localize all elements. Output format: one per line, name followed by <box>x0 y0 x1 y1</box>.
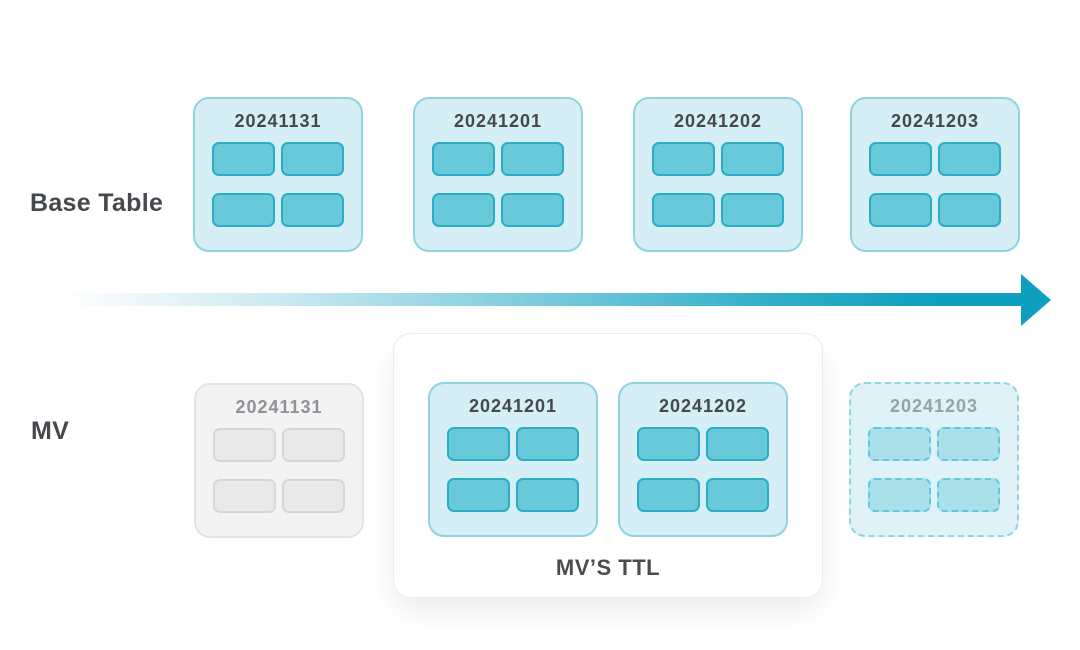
data-block <box>516 427 579 461</box>
data-block <box>652 193 715 227</box>
data-block <box>637 478 700 512</box>
data-block <box>501 142 564 176</box>
partition-date: 20241202 <box>658 396 748 416</box>
mv-expired-partition-box: 20241131 <box>194 383 364 538</box>
data-block <box>501 193 564 227</box>
partition-date: 20241203 <box>889 396 979 416</box>
partition-date: 20241201 <box>453 111 543 131</box>
base-partition-box: 20241131 <box>193 97 363 252</box>
data-block <box>937 427 1000 461</box>
partition-date: 20241131 <box>234 111 322 131</box>
base-partition-box: 20241203 <box>850 97 1020 252</box>
data-block <box>868 478 931 512</box>
data-block <box>281 142 344 176</box>
data-block <box>212 193 275 227</box>
partition-blocks <box>447 427 579 512</box>
data-block <box>281 193 344 227</box>
data-block <box>652 142 715 176</box>
data-block <box>282 479 345 513</box>
mv-ttl-label: MV’S TTL <box>555 555 661 580</box>
mv-row-label: MV <box>31 417 70 445</box>
partition-date: 20241202 <box>673 111 763 131</box>
partition-date: 20241201 <box>468 396 558 416</box>
data-block <box>432 193 495 227</box>
data-block <box>447 427 510 461</box>
mv-ttl-partition-box: 20241202 <box>618 382 788 537</box>
data-block <box>721 142 784 176</box>
data-block <box>938 142 1001 176</box>
data-block <box>706 478 769 512</box>
base-partition-box: 20241202 <box>633 97 803 252</box>
data-block <box>869 142 932 176</box>
partition-blocks <box>432 142 564 227</box>
partition-date: 20241131 <box>235 397 323 417</box>
partition-date: 20241203 <box>890 111 980 131</box>
data-block <box>868 427 931 461</box>
partition-blocks <box>637 427 769 512</box>
data-block <box>516 478 579 512</box>
timeline-arrow-head-icon <box>1021 274 1051 326</box>
timeline-arrow-shaft <box>62 293 1022 306</box>
partition-blocks <box>212 142 344 227</box>
data-block <box>282 428 345 462</box>
data-block <box>212 142 275 176</box>
mv-future-partition-box: 20241203 <box>849 382 1019 537</box>
partition-blocks <box>869 142 1001 227</box>
data-block <box>213 479 276 513</box>
data-block <box>432 142 495 176</box>
data-block <box>706 427 769 461</box>
data-block <box>637 427 700 461</box>
data-block <box>721 193 784 227</box>
partition-blocks <box>652 142 784 227</box>
partition-blocks <box>868 427 1000 512</box>
data-block <box>447 478 510 512</box>
data-block <box>213 428 276 462</box>
data-block <box>869 193 932 227</box>
mv-ttl-partition-box: 20241201 <box>428 382 598 537</box>
partition-blocks <box>213 428 345 513</box>
data-block <box>937 478 1000 512</box>
data-block <box>938 193 1001 227</box>
base-partition-box: 20241201 <box>413 97 583 252</box>
base-table-row-label: Base Table <box>30 189 164 217</box>
